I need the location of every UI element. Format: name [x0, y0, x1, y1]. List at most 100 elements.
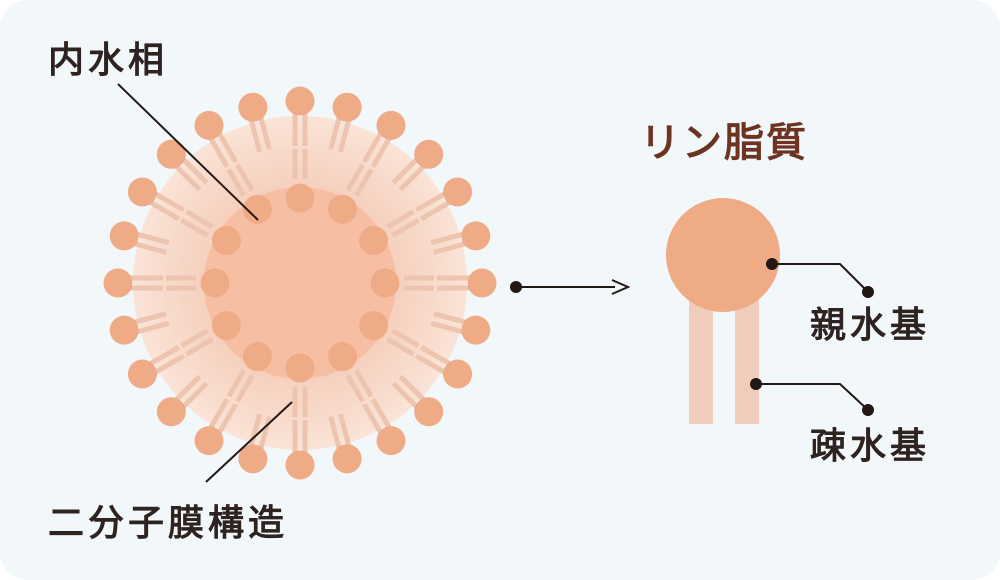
outer-leaflet-tail: [419, 200, 451, 221]
phospholipid-title: リン脂質: [640, 120, 808, 166]
inner-lipid-head: [211, 311, 241, 340]
inner-lipid-head: [328, 342, 357, 372]
outer-leaflet-tail: [391, 157, 419, 185]
inner-lipid-head: [359, 226, 389, 255]
inner-leaflet-tail: [226, 168, 246, 197]
outer-lipid-head: [332, 444, 362, 474]
inner-leaflet-tail: [180, 328, 209, 348]
inner-lipid-head: [328, 194, 357, 224]
inner-leaflet-tail: [180, 218, 209, 238]
inner-water-core: [204, 187, 396, 379]
outer-leaflet-tail: [432, 311, 467, 325]
inner-leaflet-tail: [386, 209, 415, 229]
inner-lipid-head: [285, 183, 315, 213]
outer-lipid-head: [127, 359, 157, 389]
outer-leaflet-tail: [391, 381, 419, 409]
outer-lipid-head: [376, 110, 406, 140]
outer-leaflet-tail: [328, 116, 342, 151]
outer-lipid-head: [414, 139, 444, 169]
outer-leaflet-tail: [362, 402, 383, 434]
inner-lipid-head: [285, 353, 315, 383]
outer-leaflet-tail: [174, 164, 202, 192]
outer-lipid-head: [156, 139, 186, 169]
outer-leaflet-tail: [328, 415, 342, 450]
inner-lipid-head: [243, 342, 272, 372]
outer-leaflet-tail: [398, 374, 426, 402]
outer-lipid-head: [376, 426, 406, 456]
outer-leaflet-tail: [133, 311, 168, 325]
outer-leaflet-tail: [149, 200, 181, 221]
inner-leaflet-tail: [386, 337, 415, 357]
outer-leaflet-tail: [217, 402, 238, 434]
bilayer-structure-leader-line: [205, 401, 293, 483]
outer-leaflet-tail: [258, 116, 272, 151]
outer-lipid-head: [238, 92, 268, 122]
outer-leaflet-tail: [136, 320, 170, 335]
inner-leaflet-tail: [185, 209, 214, 229]
outer-leaflet-tail: [414, 191, 446, 213]
outer-leaflet-tail: [258, 415, 272, 450]
outer-leaflet-tail: [208, 137, 230, 169]
outer-leaflet-tail: [362, 132, 383, 164]
inner-lipid-head: [359, 311, 389, 340]
inner-leaflet-tail: [354, 168, 374, 197]
inner-leaflet-tail: [235, 374, 255, 403]
outer-lipid-head: [156, 397, 186, 427]
outer-lipid-head: [461, 315, 491, 345]
outer-leaflet-tail: [337, 119, 352, 153]
inner-lipid-head: [370, 268, 400, 298]
outer-leaflet-tail: [430, 231, 464, 246]
outer-leaflet-tail: [154, 191, 186, 213]
outer-lipid-head: [238, 444, 268, 474]
outer-lipid-head: [332, 92, 362, 122]
outer-lipid-head: [461, 221, 491, 251]
hydrophobic-end-dot: [862, 404, 874, 416]
outer-leaflet-tail: [370, 137, 392, 169]
hydrophobic-group-label: 疎水基: [810, 426, 930, 467]
hydrophilic-group-label: 親水基: [810, 305, 930, 346]
outer-leaflet-tail: [181, 157, 209, 185]
outer-leaflet-tail: [154, 353, 186, 375]
outer-leaflet-tail: [432, 241, 467, 255]
outer-leaflet-tail: [208, 397, 230, 429]
outer-leaflet-tail: [370, 397, 392, 429]
outer-leaflet-tail: [133, 241, 168, 255]
outer-leaflet-tail: [136, 231, 170, 246]
outer-lipid-head: [414, 397, 444, 427]
hydrophilic-head: [666, 198, 780, 312]
inner-leaflet-tail: [391, 328, 420, 348]
zoom-arrow: [510, 279, 631, 295]
phospholipid-molecule: [666, 198, 780, 424]
outer-lipid-head: [285, 450, 315, 480]
inner-lipid-head: [211, 226, 241, 255]
bilayer-heads: [103, 86, 497, 480]
inner-leaflet-tail: [345, 163, 365, 192]
outer-lipid-head: [109, 221, 139, 251]
outer-leaflet-tail: [430, 320, 464, 335]
inner-leaflet-tail: [391, 218, 420, 238]
inner-leaflet-tail: [345, 374, 365, 403]
inner-water-phase-label: 内水相: [48, 40, 168, 81]
outer-lipid-head: [103, 268, 133, 298]
inner-leaflet-tail: [226, 369, 246, 398]
outer-leaflet-tail: [337, 413, 352, 447]
outer-lipid-head: [285, 86, 315, 116]
inner-water-phase-leader-line: [117, 83, 259, 221]
outer-leaflet-tail: [414, 353, 446, 375]
outer-leaflet-tail: [181, 381, 209, 409]
outer-lipid-head: [443, 359, 473, 389]
outer-lipid-head: [127, 177, 157, 207]
inner-leaflet-tail: [354, 369, 374, 398]
outer-lipid-head: [443, 177, 473, 207]
outer-leaflet-tail: [419, 345, 451, 366]
inner-leaflet-tail: [235, 163, 255, 192]
outer-leaflet-tail: [248, 119, 263, 153]
outer-lipid-head: [194, 110, 224, 140]
outer-leaflet-tail: [398, 164, 426, 192]
inner-leaflet-tail: [185, 337, 214, 357]
outer-lipid-head: [194, 426, 224, 456]
hydrophilic-leader-line: [772, 263, 869, 293]
hydrophilic-end-dot: [862, 286, 874, 298]
